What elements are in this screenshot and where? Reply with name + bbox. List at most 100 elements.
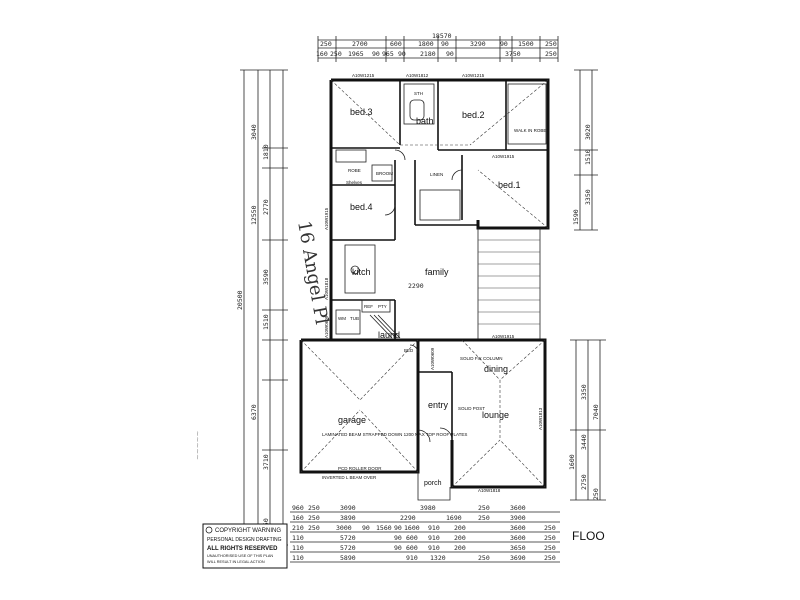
dim-top-2: 2700 <box>352 40 368 48</box>
dim-bot-1a: 960 <box>292 504 304 512</box>
window-tag-3: A10W1215 <box>462 73 485 78</box>
dim-bot-5c: 90 <box>394 544 402 552</box>
note-post: SOLID POST <box>458 406 485 411</box>
handwritten-address: 16 Angel Pl <box>293 219 332 326</box>
right-dimensions: 3020 1510 3350 1590 7040 3350 3440 2750 … <box>568 69 606 501</box>
dim-overall-width: 18570 <box>432 32 452 40</box>
dim-bot-4e: 910 <box>428 534 440 542</box>
dim-top-r2-8: 90 <box>446 50 454 58</box>
dim-bot-1f: 3600 <box>510 504 526 512</box>
copyright-line-2: WILL RESULT IN LEGAL ACTION <box>207 560 265 564</box>
dim-left-overall: 20500 <box>236 290 244 310</box>
dim-bot-1c: 3090 <box>340 504 356 512</box>
room-bed3: bed.3 <box>350 107 373 117</box>
dim-right-5: 7040 <box>592 404 600 420</box>
dim-top-3: 600 <box>390 40 402 48</box>
dim-right-4: 1590 <box>572 209 580 225</box>
door-swings <box>384 149 463 443</box>
dim-bot-3f: 90 <box>394 524 402 532</box>
dim-left-2: 1810 <box>262 144 270 160</box>
dim-family-width: 2290 <box>408 282 424 290</box>
label-sth: STH <box>414 91 423 96</box>
room-family: family <box>425 267 449 277</box>
copyright-rights: ALL RIGHTS RESERVED <box>207 546 278 552</box>
roof-hip-lines <box>300 79 549 488</box>
copyright-icon <box>205 526 213 534</box>
dim-bot-5e: 910 <box>428 544 440 552</box>
copyright-company: PERSONAL DESIGN DRAFTING <box>207 537 282 543</box>
window-tag-6: A10W1818 <box>324 277 329 300</box>
dim-bot-4g: 3600 <box>510 534 526 542</box>
copyright-box: COPYRIGHT WARNING PERSONAL DESIGN DRAFTI… <box>202 523 288 569</box>
dim-bot-5f: 200 <box>454 544 466 552</box>
construction-notes: LAMINATED BEAM STRAPPED DOWN 1200 MAX TO… <box>322 282 503 480</box>
dim-bot-2e: 1690 <box>446 514 462 522</box>
dim-bot-4h: 250 <box>544 534 556 542</box>
dim-bot-6f: 3690 <box>510 554 526 562</box>
room-bed1: bed.1 <box>498 180 521 190</box>
label-broom: BROOM <box>376 171 393 176</box>
window-tag-10: A10W1818 <box>478 488 501 493</box>
floor-plan-label: FLOO <box>572 529 605 543</box>
dim-bot-1e: 250 <box>478 504 490 512</box>
dim-bot-5h: 250 <box>544 544 556 552</box>
dim-left-4: 12550 <box>250 205 258 225</box>
dim-bot-4f: 200 <box>454 534 466 542</box>
room-porch: porch <box>424 480 442 487</box>
dim-left-1: 3040 <box>250 124 258 140</box>
label-ref: REF <box>364 304 373 309</box>
dim-bot-3i: 200 <box>454 524 466 532</box>
label-tub: TUB <box>350 316 359 321</box>
dim-bot-5d: 600 <box>406 544 418 552</box>
room-garage: garage <box>338 415 366 425</box>
dim-bot-5b: 5720 <box>340 544 356 552</box>
patio-roof-hatch <box>478 239 540 325</box>
dim-bot-3h: 910 <box>428 524 440 532</box>
room-labels: bed.3 bath bed.2 bed.1 bed.4 kitch famil… <box>338 107 521 487</box>
note-slot: SOLID FIX COLUMN <box>460 356 503 361</box>
dim-right-10: 250 <box>592 488 600 500</box>
fixtures <box>335 83 547 339</box>
dim-top-r2-10: 250 <box>545 50 557 58</box>
note-roller: PCD ROLLER DOOR <box>338 466 382 471</box>
dim-bot-3b: 250 <box>308 524 320 532</box>
dim-top-5: 90 <box>441 40 449 48</box>
dim-top-r2-1: 160 <box>316 50 328 58</box>
dim-top-r2-7: 2180 <box>420 50 436 58</box>
dim-bot-1b: 250 <box>308 504 320 512</box>
dim-left-5: 3590 <box>262 269 270 285</box>
dim-bot-3c: 3000 <box>336 524 352 532</box>
dim-bot-2f: 250 <box>478 514 490 522</box>
dim-top-r2-6: 90 <box>398 50 406 58</box>
label-shelves: Shelves <box>346 180 363 185</box>
window-tag-9: A10W1813 <box>538 407 543 430</box>
copyright-title: COPYRIGHT WARNING <box>215 528 281 534</box>
dim-top-r2-4: 90 <box>372 50 380 58</box>
room-entry: entry <box>428 400 449 410</box>
dim-bot-3j: 3600 <box>510 524 526 532</box>
dim-bot-6d: 1320 <box>430 554 446 562</box>
label-robe: ROBE <box>348 168 361 173</box>
window-tag-8: A10W1915 <box>492 334 515 339</box>
dim-right-3: 3350 <box>584 189 592 205</box>
dim-right-9: 1600 <box>568 454 576 470</box>
dim-bot-5g: 3650 <box>510 544 526 552</box>
room-kitchen: kitch <box>352 267 371 277</box>
left-dimensions: 3040 1810 2770 12550 3590 1510 20500 637… <box>236 69 288 546</box>
note-beam: LAMINATED BEAM STRAPPED DOWN 1200 MAX TO… <box>322 432 467 437</box>
dim-bot-2g: 3900 <box>510 514 526 522</box>
window-tags: A10W1215 A10W1812 A10W1215 A10W1915 A10W… <box>324 73 543 493</box>
fixture-labels: STH WALK IN ROBE ROBE BROOM Shelves LINE… <box>338 91 546 353</box>
label-wir: WALK IN ROBE <box>514 128 546 133</box>
dim-bot-3d: 90 <box>362 524 370 532</box>
dim-top-8: 1500 <box>518 40 534 48</box>
dim-bot-4d: 600 <box>406 534 418 542</box>
dim-top-r2-9: 3750 <box>505 50 521 58</box>
dim-top-r2-5: 965 <box>382 50 394 58</box>
window-tag-5: A10W1915 <box>324 207 329 230</box>
dim-top-9: 250 <box>545 40 557 48</box>
copyright-line-1: UNAUTHORISED USE OF THIS PLAN <box>207 554 273 558</box>
outer-walls <box>299 78 550 501</box>
label-linen: LINEN <box>430 172 443 177</box>
